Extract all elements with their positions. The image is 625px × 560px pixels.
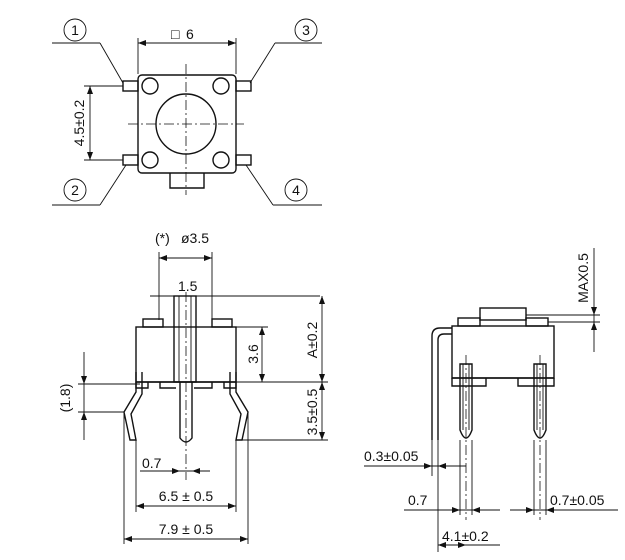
- side-plunger: [479, 307, 527, 321]
- max-label: MAX0.5: [575, 253, 591, 303]
- arrowhead: [319, 296, 325, 304]
- arrowhead: [458, 542, 466, 548]
- svg-text:2: 2: [71, 182, 79, 198]
- arrowhead: [136, 503, 144, 509]
- side-lead-right: [533, 363, 547, 439]
- arrowhead: [240, 536, 248, 542]
- lead-length-label: 3.5±0.5: [304, 388, 320, 435]
- top-pitch-label: 4.5±0.2: [71, 99, 87, 146]
- top-corner-hole: [141, 151, 159, 169]
- arrowhead: [124, 536, 132, 542]
- arrowhead: [319, 382, 325, 390]
- arrowhead: [591, 322, 597, 330]
- arrowhead: [192, 468, 200, 474]
- top-width-prefix: □: [171, 26, 180, 42]
- arrowhead: [159, 255, 167, 261]
- ref-label: (1.8): [57, 384, 73, 413]
- front-cap-left: [142, 318, 164, 328]
- top-tab: [169, 173, 205, 189]
- arrowhead: [259, 327, 265, 335]
- arrowhead: [259, 374, 265, 382]
- arrowhead: [546, 507, 554, 513]
- arrowhead: [319, 432, 325, 440]
- arrowhead: [172, 468, 180, 474]
- pitch-outer-label: 7.9 ± 0.5: [159, 521, 214, 537]
- front-view: (*) ø3.5 1.5 3.6: [57, 230, 328, 544]
- top-corner-hole: [212, 77, 230, 95]
- pin-callout-1: 1: [52, 18, 124, 84]
- front-stem: [173, 295, 197, 383]
- top-corner-hole: [141, 77, 159, 95]
- arrowhead: [424, 463, 432, 469]
- arrowhead: [228, 503, 236, 509]
- svg-text:4: 4: [292, 182, 300, 198]
- arrowhead: [81, 412, 87, 420]
- front-cap-right: [211, 318, 233, 328]
- pin-callout-4: 4: [245, 164, 322, 206]
- side-view: MAX0.5 0.3±0.05 0.7 0.7±0.05 4.1±0.2: [364, 248, 618, 552]
- lead-width-left-label: 0.7: [408, 492, 428, 508]
- lead-width-label: 0.7: [142, 455, 162, 471]
- height-a-label: A±0.2: [304, 322, 320, 359]
- pin-callout-2: 2: [52, 164, 127, 206]
- arrowhead: [87, 152, 93, 160]
- diameter-label: ø3.5: [181, 230, 209, 246]
- top-pin-4: [235, 154, 252, 166]
- front-left-lead: [123, 372, 143, 441]
- pitch-inner-label: 6.5 ± 0.5: [159, 488, 214, 504]
- stem-label: 1.5: [178, 278, 198, 294]
- thickness-label: 0.3±0.05: [364, 448, 419, 464]
- lead-width-right-label: 0.7±0.05: [550, 492, 605, 508]
- top-view: □ 6 4.5±0.2 1 2 3 4: [52, 18, 322, 206]
- front-right-lead: [229, 372, 249, 441]
- arrowhead: [526, 507, 534, 513]
- note-marker: (*): [155, 230, 170, 246]
- top-corner-hole: [212, 151, 230, 169]
- arrowhead: [438, 463, 446, 469]
- side-lead-left: [459, 363, 473, 439]
- body-height-label: 3.6: [245, 344, 261, 364]
- side-lead-right-inner: [536, 364, 544, 430]
- arrowhead: [472, 507, 480, 513]
- side-body: [451, 325, 555, 379]
- arrowhead: [204, 255, 212, 261]
- pin-callout-3: 3: [249, 18, 322, 84]
- top-pin-1: [122, 80, 139, 92]
- side-cap-left: [457, 317, 481, 327]
- svg-text:3: 3: [302, 22, 310, 38]
- arrowhead: [452, 507, 460, 513]
- side-cap-right: [525, 317, 549, 327]
- top-pin-2: [122, 154, 139, 166]
- side-base: [451, 378, 555, 387]
- top-width-label: 6: [186, 26, 194, 42]
- pitch-label: 4.1±0.2: [442, 528, 489, 544]
- side-cover: [431, 327, 452, 440]
- arrowhead: [81, 376, 87, 384]
- arrowhead: [591, 307, 597, 315]
- arrowhead: [319, 374, 325, 382]
- arrowhead: [138, 40, 146, 46]
- side-lead-left-inner: [462, 364, 470, 430]
- arrowhead: [228, 40, 236, 46]
- svg-text:1: 1: [71, 22, 79, 38]
- arrowhead: [87, 86, 93, 94]
- top-pin-3: [235, 80, 252, 92]
- arrowhead: [438, 542, 446, 548]
